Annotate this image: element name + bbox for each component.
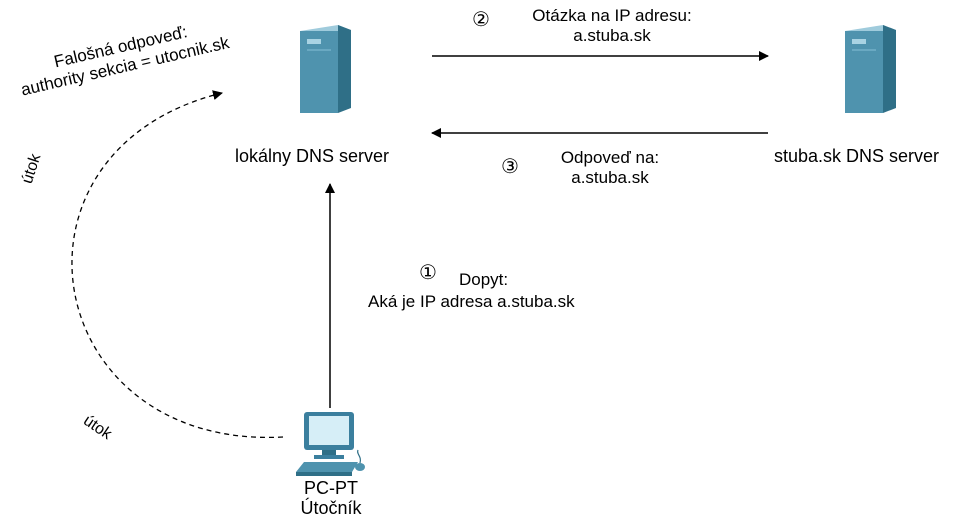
stuba-dns-label: stuba.sk DNS server xyxy=(774,146,940,166)
step-1-line1: Dopyt: xyxy=(459,270,509,289)
attack-dashed-curve xyxy=(71,90,284,438)
attacker-pc-label: PC-PT Útočník xyxy=(283,478,379,518)
attacker-pc-icon xyxy=(296,412,365,476)
attacker-pc-label-line1: PC-PT xyxy=(304,478,358,498)
stuba-dns-server-icon xyxy=(845,25,896,113)
local-dns-label: lokálny DNS server xyxy=(235,146,390,166)
step-3-line2: a.stuba.sk xyxy=(571,168,649,187)
server-side xyxy=(338,25,351,113)
step-2-label: Otázka na IP adresu: a.stuba.sk xyxy=(492,6,732,46)
step-2-number: ② xyxy=(472,7,490,31)
server-front xyxy=(300,31,338,113)
local-dns-server-icon xyxy=(300,25,351,113)
step-1-line2: Aká je IP adresa a.stuba.sk xyxy=(368,292,575,311)
step-3-line1: Odpoveď na: xyxy=(560,148,660,167)
step-1-number: ① xyxy=(419,260,437,284)
step-2-line2: a.stuba.sk xyxy=(573,26,651,45)
step-2-line1: Otázka na IP adresu: xyxy=(532,6,692,25)
step-3-label: Odpoveď na: a.stuba.sk xyxy=(520,148,700,188)
step-3-number: ③ xyxy=(501,154,519,178)
attacker-pc-label-line2: Útočník xyxy=(300,498,362,518)
